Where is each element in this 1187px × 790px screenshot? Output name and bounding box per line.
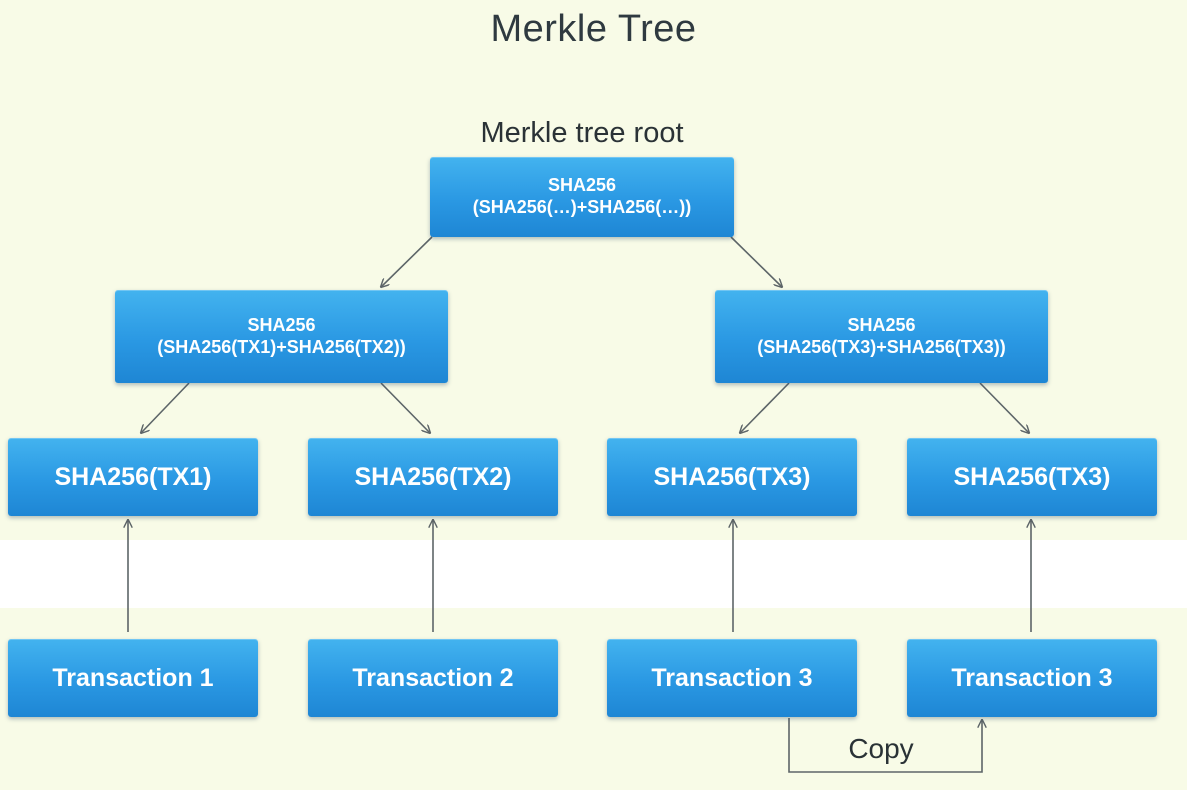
leaf-hash-node-2: SHA256(TX2): [308, 438, 558, 516]
copy-connector: [788, 718, 982, 773]
arrow-left-to-leaf1: [141, 382, 190, 433]
transaction-node-3: Transaction 3: [607, 639, 857, 717]
leaf-hash-node-1: SHA256(TX1): [8, 438, 258, 516]
copy-label: Copy: [848, 733, 914, 764]
leaf-hash-node-4: SHA256(TX3): [907, 438, 1157, 516]
arrow-left-to-leaf2: [380, 382, 430, 433]
leaf-hash-node-3: SHA256(TX3): [607, 438, 857, 516]
transaction-node-2: Transaction 2: [308, 639, 558, 717]
diagram-title: Merkle Tree: [490, 8, 697, 50]
left-branch-line1: SHA256: [247, 314, 316, 335]
right-branch-node: SHA256 (SHA256(TX3)+SHA256(TX3)): [715, 290, 1048, 383]
transaction-node-4: Transaction 3: [907, 639, 1157, 717]
right-branch-line1: SHA256: [847, 314, 916, 335]
merkle-root-node: SHA256 (SHA256(…)+SHA256(…)): [430, 157, 734, 237]
arrow-root-to-right: [730, 236, 782, 287]
right-branch-line2: (SHA256(TX3)+SHA256(TX3)): [757, 336, 1006, 357]
arrow-right-to-leaf4: [979, 382, 1029, 433]
transaction-node-1: Transaction 1: [8, 639, 258, 717]
arrow-root-to-left: [381, 236, 433, 287]
left-branch-line2: (SHA256(TX1)+SHA256(TX2)): [157, 336, 406, 357]
root-label: Merkle tree root: [480, 117, 684, 149]
white-band: [0, 540, 1187, 608]
arrow-right-to-leaf3: [740, 382, 790, 433]
root-node-line1: SHA256: [547, 175, 617, 196]
left-branch-node: SHA256 (SHA256(TX1)+SHA256(TX2)): [115, 290, 448, 383]
root-node-line2: (SHA256(…)+SHA256(…)): [472, 197, 692, 217]
